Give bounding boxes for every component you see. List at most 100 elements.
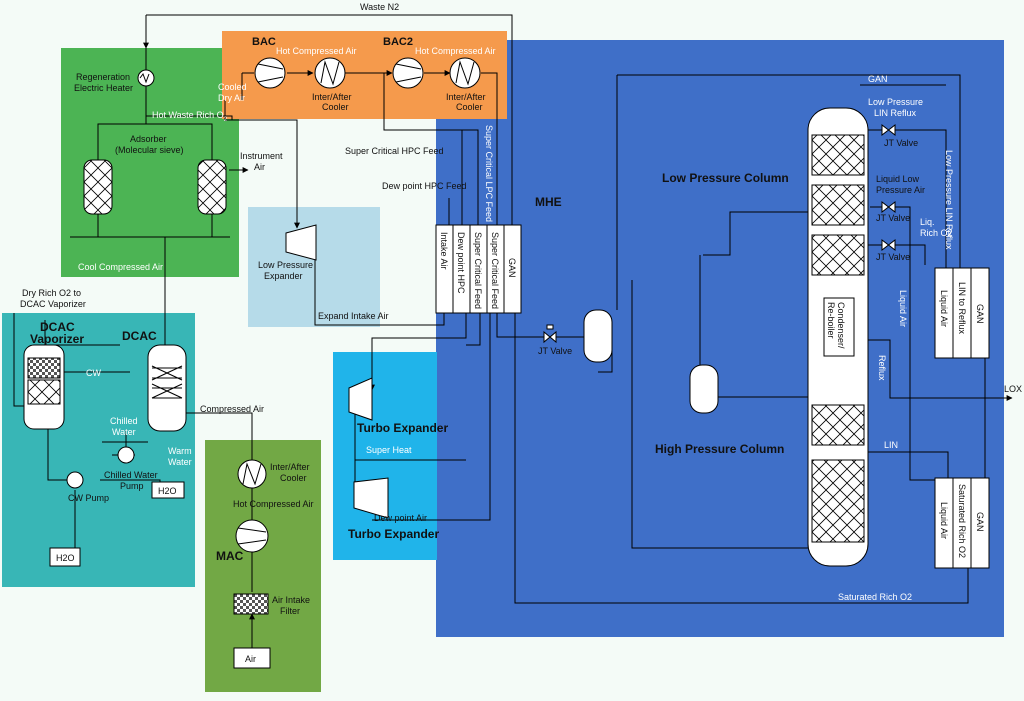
dew-point-hpc-feed-label: Dew point HPC Feed: [382, 181, 467, 191]
ia-l2: Air: [254, 162, 265, 172]
cwp-l1: Chilled Water: [104, 470, 158, 480]
high-pressure-column-label: High Pressure Column: [655, 442, 784, 456]
h2o-box-2: [49, 547, 81, 567]
dcac-title: DCAC: [122, 329, 157, 343]
super-critical-hpc-feed-label: Super Critical HPC Feed: [345, 146, 444, 156]
ia-l1: Instrument: [240, 151, 283, 161]
gan-top-label: GAN: [868, 74, 888, 84]
column-jt-valves: [881, 123, 896, 252]
iac1-l1: Inter/After: [312, 92, 352, 102]
iac2-l2: Cooler: [456, 102, 483, 112]
separator-drum-1: [583, 309, 613, 363]
compressed-air-label: Compressed Air: [200, 404, 264, 414]
lro-l1: Liq.: [920, 217, 935, 227]
liq-rich-o2-label: Liq.Rich O2: [920, 217, 953, 238]
lplr-l2: LIN Reflux: [874, 108, 917, 118]
subcooler-bottom: [934, 477, 990, 569]
super-critical-lpc-feed-label: Super Critical LPC Feed: [484, 125, 494, 222]
lin-label: LIN: [884, 440, 898, 450]
dro-l2: DCAC Vaporizer: [20, 299, 86, 309]
expand-intake-air-label: Expand Intake Air: [318, 311, 389, 321]
subcooler-bottom-0: Liquid Air: [939, 502, 949, 539]
jt-valve-main-label: JT Valve: [538, 346, 572, 356]
air-label: Air: [245, 654, 256, 664]
ww-l1: Warm: [168, 446, 192, 456]
low-pressure-expander: [285, 224, 317, 261]
iac2-l1: Inter/After: [446, 92, 486, 102]
iacm-l2: Cooler: [280, 473, 307, 483]
h2o-box-1: [151, 481, 185, 499]
mac-title: MAC: [216, 549, 244, 563]
super-heat-label: Super Heat: [366, 445, 412, 455]
h2o-label-1: H2O: [158, 486, 177, 496]
cr-l1: Condenser/: [836, 302, 846, 349]
condenser-reboiler-label: Condenser/Re-boiler: [826, 302, 846, 349]
rh-l1: Regeneration: [76, 72, 130, 82]
subcooler-top: [934, 267, 990, 359]
adsorber-vessels: [83, 159, 227, 215]
mhe-stream-1: Dew point HPC: [456, 232, 466, 294]
dv-l1: DCAC: [40, 320, 75, 334]
cw-label: CW: [86, 368, 101, 378]
jt-valve-2-label: JT Valve: [876, 213, 910, 223]
bac2-title: BAC2: [383, 36, 413, 48]
mac-equipment: [233, 459, 271, 669]
subcooler-top-2: GAN: [975, 304, 985, 324]
adsorber-label: Adsorber(Molecular sieve): [115, 134, 184, 155]
lplr-l1: Low Pressure: [868, 97, 923, 107]
iac1-l2: Cooler: [322, 102, 349, 112]
mhe-exchanger: [435, 224, 522, 314]
lpe-l1: Low Pressure: [258, 260, 313, 270]
turbo-expander-title-1: Turbo Expander: [357, 421, 448, 435]
dv-l2: Vaporizer: [30, 332, 84, 346]
dcac-vessel: [147, 344, 187, 432]
lox-label: LOX: [1004, 384, 1022, 394]
mhe-stream-4: GAN: [507, 258, 517, 278]
reflux-label: Reflux: [877, 355, 887, 381]
regeneration-heater: [137, 69, 155, 87]
lro-l2: Rich O2: [920, 228, 953, 238]
aif-l1: Air Intake: [272, 595, 310, 605]
bac-title: BAC: [252, 36, 276, 48]
bac-compressors: [254, 57, 481, 89]
subcooler-top-1: LIN to Reflux: [957, 282, 967, 335]
cr-l2: Re-boiler: [826, 302, 836, 339]
ww-l2: Water: [168, 457, 192, 467]
mhe-stream-0: Intake Air: [439, 232, 449, 270]
cda-l1: Cooled: [218, 82, 247, 92]
low-pressure-column-label: Low Pressure Column: [662, 171, 789, 185]
hot-compressed-air-2: Hot Compressed Air: [415, 46, 496, 56]
cda-l2: Dry Air: [218, 93, 245, 103]
turbo-expander-bottom: [353, 477, 389, 519]
subcooler-bottom-1: Saturated Rich O2: [957, 484, 967, 558]
iacm-l1: Inter/After: [270, 462, 310, 472]
waste-n2-label: Waste N2: [360, 2, 399, 12]
llpa-l2: Pressure Air: [876, 185, 925, 195]
subcooler-bottom-2: GAN: [975, 512, 985, 532]
dcac-vaporizer-vessel: [23, 344, 65, 430]
mhe-stream-2: Super Critical Feed: [473, 232, 483, 309]
separator-drum-2: [689, 364, 719, 414]
saturated-rich-o2-label: Saturated Rich O2: [838, 592, 912, 602]
mhe-stream-3: Super Critical Feed: [490, 232, 500, 309]
ads-l2: (Molecular sieve): [115, 145, 184, 155]
mhe-title: MHE: [535, 195, 562, 209]
aif-l2: Filter: [280, 606, 300, 616]
jt-valve-3-label: JT Valve: [876, 252, 910, 262]
chw-l1: Chilled: [110, 416, 138, 426]
cw-pump-symbol: [66, 471, 84, 489]
subcooler-top-0: Liquid Air: [939, 290, 949, 327]
